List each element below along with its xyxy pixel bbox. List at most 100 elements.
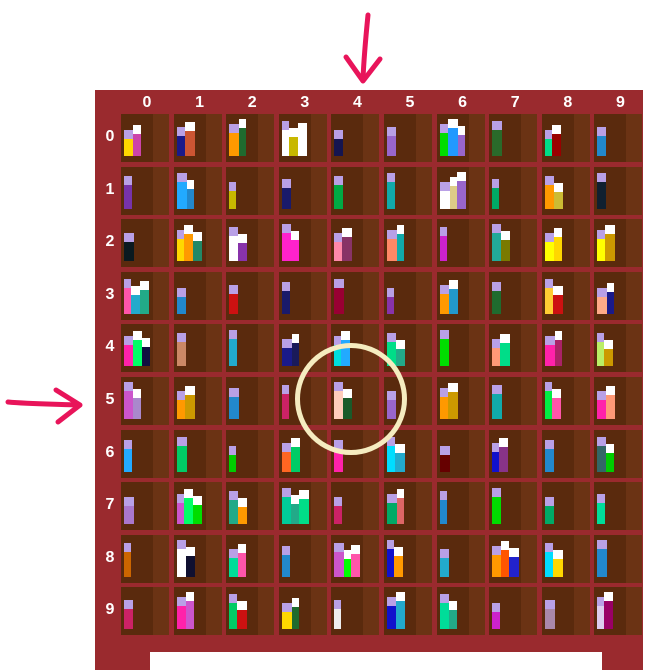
shelf-cell-2-9[interactable] <box>594 219 643 268</box>
shelf-cell-1-7[interactable] <box>489 166 538 215</box>
shelf-cell-9-6[interactable] <box>436 587 485 636</box>
shelf-cell-9-8[interactable] <box>541 587 590 636</box>
shelf-cell-9-5[interactable] <box>384 587 432 636</box>
shelf-cell-1-0[interactable] <box>121 166 169 215</box>
shelf-cell-3-9[interactable] <box>594 271 643 320</box>
book <box>457 126 465 156</box>
shelf-cell-8-4[interactable] <box>331 534 380 583</box>
shelf-cell-6-2[interactable] <box>226 429 275 478</box>
shelf-cell-0-8[interactable] <box>541 114 590 162</box>
book-cap <box>552 549 563 559</box>
shelf-cell-2-0[interactable] <box>121 219 169 268</box>
shelf-cell-2-6[interactable] <box>436 219 485 268</box>
shelf-cell-3-2[interactable] <box>226 271 275 320</box>
shelf-cell-8-9[interactable] <box>594 534 643 583</box>
shelf-cell-7-2[interactable] <box>226 482 275 531</box>
shelf-cell-9-9[interactable] <box>594 587 643 636</box>
shelf-cell-8-5[interactable] <box>384 534 432 583</box>
shelf-cell-5-8[interactable] <box>541 377 590 425</box>
shelf-cell-7-5[interactable] <box>384 482 432 531</box>
shelf-cell-4-9[interactable] <box>594 324 643 373</box>
shelf-cell-0-7[interactable] <box>489 114 538 162</box>
shelf-cell-3-0[interactable] <box>121 271 169 320</box>
shelf-cell-3-7[interactable] <box>489 271 538 320</box>
shelf-cell-9-7[interactable] <box>489 587 538 636</box>
shelf-cell-6-1[interactable] <box>173 429 222 478</box>
shelf-cell-8-7[interactable] <box>489 534 538 583</box>
shelf-cell-0-5[interactable] <box>384 114 432 162</box>
shelf-cell-1-3[interactable] <box>278 166 327 215</box>
shelf-cell-1-1[interactable] <box>173 166 222 215</box>
shelf-cell-7-7[interactable] <box>489 482 538 531</box>
shelf-cell-4-2[interactable] <box>226 324 275 373</box>
shelf-cell-3-4[interactable] <box>331 271 380 320</box>
shelf-cell-6-0[interactable] <box>121 429 169 478</box>
shelf-cell-1-2[interactable] <box>226 166 275 215</box>
shelf-cell-4-8[interactable] <box>541 324 590 373</box>
shelf-cell-4-5[interactable] <box>384 324 432 373</box>
shelf-cell-4-1[interactable] <box>173 324 222 373</box>
shelf-cell-5-0[interactable] <box>121 377 169 425</box>
shelf-cell-1-8[interactable] <box>541 166 590 215</box>
shelf-cell-8-0[interactable] <box>121 534 169 583</box>
shelf-cell-6-9[interactable] <box>594 429 643 478</box>
shelf-cell-8-6[interactable] <box>436 534 485 583</box>
shelf-cell-8-2[interactable] <box>226 534 275 583</box>
shelf-cell-4-7[interactable] <box>489 324 538 373</box>
shelf-cell-8-3[interactable] <box>278 534 327 583</box>
shelf-cell-2-4[interactable] <box>331 219 380 268</box>
shelf-cell-9-1[interactable] <box>173 587 222 636</box>
shelf-cell-1-5[interactable] <box>384 166 432 215</box>
shelf-cell-7-3[interactable] <box>278 482 327 531</box>
shelf-cell-4-6[interactable] <box>436 324 485 373</box>
shelf-cell-5-7[interactable] <box>489 377 538 425</box>
shelf-cell-5-1[interactable] <box>173 377 222 425</box>
shelf-cell-6-5[interactable] <box>384 429 432 478</box>
shelf-cell-0-9[interactable] <box>594 114 643 162</box>
shelf-cell-2-1[interactable] <box>173 219 222 268</box>
book-cap <box>185 592 194 602</box>
book-cap <box>238 543 247 553</box>
shelf-cell-2-7[interactable] <box>489 219 538 268</box>
shelf-cell-0-6[interactable] <box>436 114 485 162</box>
shelf-cell-3-8[interactable] <box>541 271 590 320</box>
shelf-cell-9-4[interactable] <box>331 587 380 636</box>
shelf-cell-5-2[interactable] <box>226 377 275 425</box>
shelf-cell-9-2[interactable] <box>226 587 275 636</box>
shelf-cell-2-2[interactable] <box>226 219 275 268</box>
shelf-cell-6-8[interactable] <box>541 429 590 478</box>
shelf-cell-7-9[interactable] <box>594 482 643 531</box>
shelf-cell-0-4[interactable] <box>331 114 380 162</box>
shelf-cell-7-6[interactable] <box>436 482 485 531</box>
shelf-cell-5-9[interactable] <box>594 377 643 425</box>
shelf-cell-7-4[interactable] <box>331 482 380 531</box>
shelf-cell-2-8[interactable] <box>541 219 590 268</box>
shelf-cell-4-0[interactable] <box>121 324 169 373</box>
shelf-cell-0-3[interactable] <box>278 114 327 162</box>
shelf-cell-1-9[interactable] <box>594 166 643 215</box>
shelf-cell-3-5[interactable] <box>384 271 432 320</box>
shelf-cell-0-2[interactable] <box>226 114 275 162</box>
book <box>183 489 193 525</box>
shelf-cell-7-1[interactable] <box>173 482 222 531</box>
shelf-cell-2-3[interactable] <box>278 219 327 268</box>
shelf-cell-8-8[interactable] <box>541 534 590 583</box>
shelf-cell-7-0[interactable] <box>121 482 169 531</box>
shelf-cell-9-3[interactable] <box>278 587 327 636</box>
shelf-cell-0-0[interactable] <box>121 114 169 162</box>
shelf-cell-3-1[interactable] <box>173 271 222 320</box>
shelf-cell-3-6[interactable] <box>436 271 485 320</box>
shelf-cell-8-1[interactable] <box>173 534 222 583</box>
shelf-cell-0-1[interactable] <box>173 114 222 162</box>
shelf-cell-1-6[interactable] <box>436 166 485 215</box>
shelf-cell-6-7[interactable] <box>489 429 538 478</box>
shelf-cell-6-6[interactable] <box>436 429 485 478</box>
shelf-cell-5-6[interactable] <box>436 377 485 425</box>
shelf-cell-2-5[interactable] <box>384 219 432 268</box>
shelf-cell-3-3[interactable] <box>278 271 327 320</box>
shelf-cell-7-8[interactable] <box>541 482 590 531</box>
shelf-cell-9-0[interactable] <box>121 587 169 636</box>
book <box>551 389 561 419</box>
book-cap <box>397 489 404 499</box>
shelf-cell-1-4[interactable] <box>331 166 380 215</box>
